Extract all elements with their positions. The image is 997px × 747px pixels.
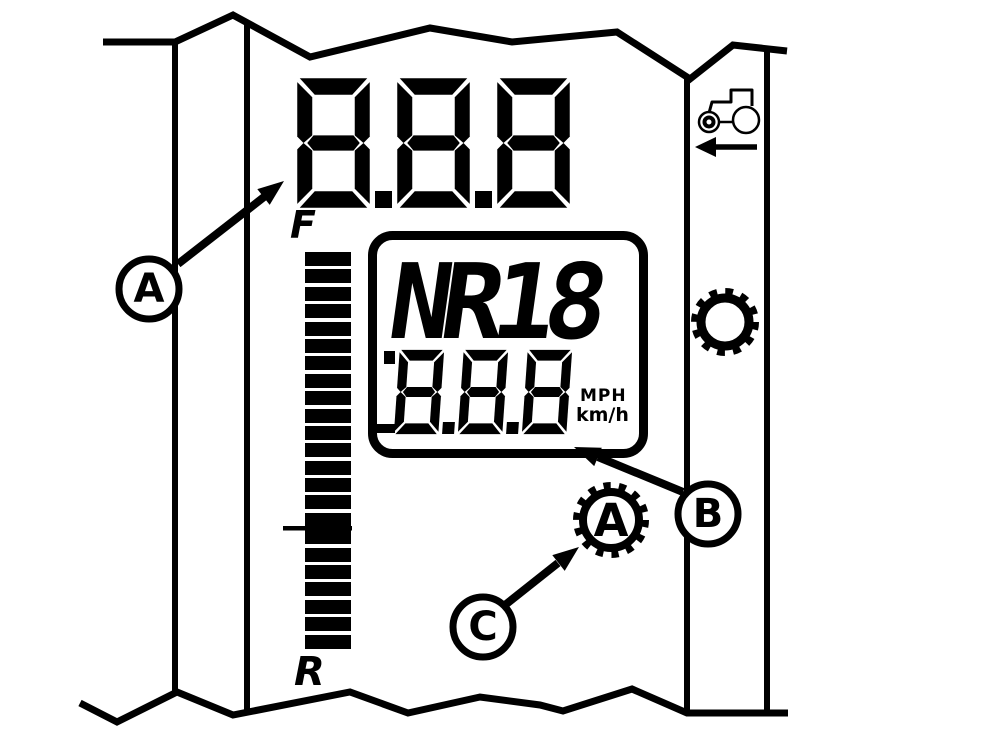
callout-c-label: C bbox=[468, 604, 498, 650]
decimal-point bbox=[475, 191, 492, 208]
seven-segment-digit bbox=[457, 349, 509, 435]
gauge-bar-segment bbox=[305, 599, 351, 614]
callout-a-arrowhead bbox=[257, 181, 284, 205]
callout-b-leader bbox=[596, 453, 685, 496]
callout-b-arrowhead bbox=[574, 447, 602, 467]
callout-a-label: A bbox=[133, 266, 165, 312]
callout-c bbox=[449, 547, 579, 661]
auto-gear-ring bbox=[579, 488, 643, 552]
gauge-bar-segment bbox=[305, 547, 351, 562]
gauge-bar-segment bbox=[305, 512, 351, 527]
speed-readout bbox=[393, 349, 573, 435]
fnr-bar-gauge bbox=[305, 252, 351, 649]
auto-gear-letter: A bbox=[593, 493, 629, 547]
callout-c-circle bbox=[449, 593, 517, 661]
tractor-front-hub bbox=[702, 115, 716, 129]
auto-gear-icon bbox=[573, 482, 649, 558]
gauge-bar-segment bbox=[305, 304, 351, 319]
gauge-bar-segment bbox=[305, 338, 351, 353]
callout-a-circle bbox=[115, 255, 183, 323]
gauge-bar-segment bbox=[305, 373, 351, 388]
torn-edge-top bbox=[103, 11, 788, 84]
upper-seven-segment-display bbox=[296, 77, 571, 209]
gauge-bar-segment bbox=[305, 617, 351, 632]
gauge-bar-segment bbox=[305, 634, 351, 649]
gauge-bar-segment bbox=[305, 495, 351, 510]
decimal-point bbox=[375, 191, 392, 208]
callout-b-label: B bbox=[692, 491, 724, 537]
gauge-bar-segment bbox=[305, 425, 351, 440]
left-arrow-head bbox=[695, 137, 716, 157]
gauge-bar-segment bbox=[305, 321, 351, 336]
gauge-bar-segment bbox=[305, 356, 351, 371]
tractor-front-wheel bbox=[697, 110, 721, 134]
callout-c-leader bbox=[502, 559, 561, 609]
segment-mark bbox=[384, 351, 395, 364]
gauge-bottom-label: R bbox=[294, 649, 325, 695]
decimal-point bbox=[506, 422, 519, 434]
gear-teeth bbox=[691, 288, 759, 356]
decimal-point bbox=[442, 422, 455, 434]
callout-b-circle bbox=[674, 480, 742, 548]
gauge-bar-segment bbox=[305, 443, 351, 458]
tractor-body bbox=[707, 88, 754, 114]
unit-label-kmh: km/h bbox=[576, 404, 629, 426]
gauge-bar-segment bbox=[305, 530, 351, 545]
segment-mark bbox=[377, 424, 395, 433]
callout-b bbox=[574, 447, 742, 548]
gauge-top-label: F bbox=[290, 203, 316, 247]
gauge-bar-segment bbox=[305, 286, 351, 301]
gauge-bar-segment bbox=[305, 565, 351, 580]
torn-edge-bottom bbox=[78, 685, 788, 726]
gauge-bar-segment bbox=[305, 252, 351, 266]
gear-icon bbox=[691, 288, 759, 356]
auto-gear-teeth bbox=[573, 482, 649, 558]
seven-segment-digit bbox=[393, 349, 445, 435]
seven-segment-digit bbox=[497, 78, 570, 208]
gauge-bar-segment bbox=[305, 269, 351, 284]
gauge-bar-segment bbox=[305, 460, 351, 475]
callout-a-leader bbox=[175, 193, 267, 268]
callout-a bbox=[115, 181, 284, 323]
gauge-bar-segment bbox=[305, 582, 351, 597]
callout-c-arrowhead bbox=[552, 547, 579, 571]
tractor-rear-wheel bbox=[731, 105, 761, 135]
gauge-bar-segment bbox=[305, 391, 351, 406]
seven-segment-digit bbox=[521, 349, 573, 435]
gauge-mid-tick bbox=[283, 526, 352, 531]
seven-segment-digit bbox=[397, 78, 470, 208]
unit-label-mph: MPH bbox=[580, 386, 627, 406]
gauge-bar-segment bbox=[305, 408, 351, 423]
gear-readout: NR18 bbox=[381, 241, 606, 363]
gauge-bar-segment bbox=[305, 478, 351, 493]
gear-ring bbox=[696, 293, 754, 351]
tractor-direction-icon bbox=[695, 88, 761, 157]
seven-segment-digit bbox=[297, 78, 370, 208]
